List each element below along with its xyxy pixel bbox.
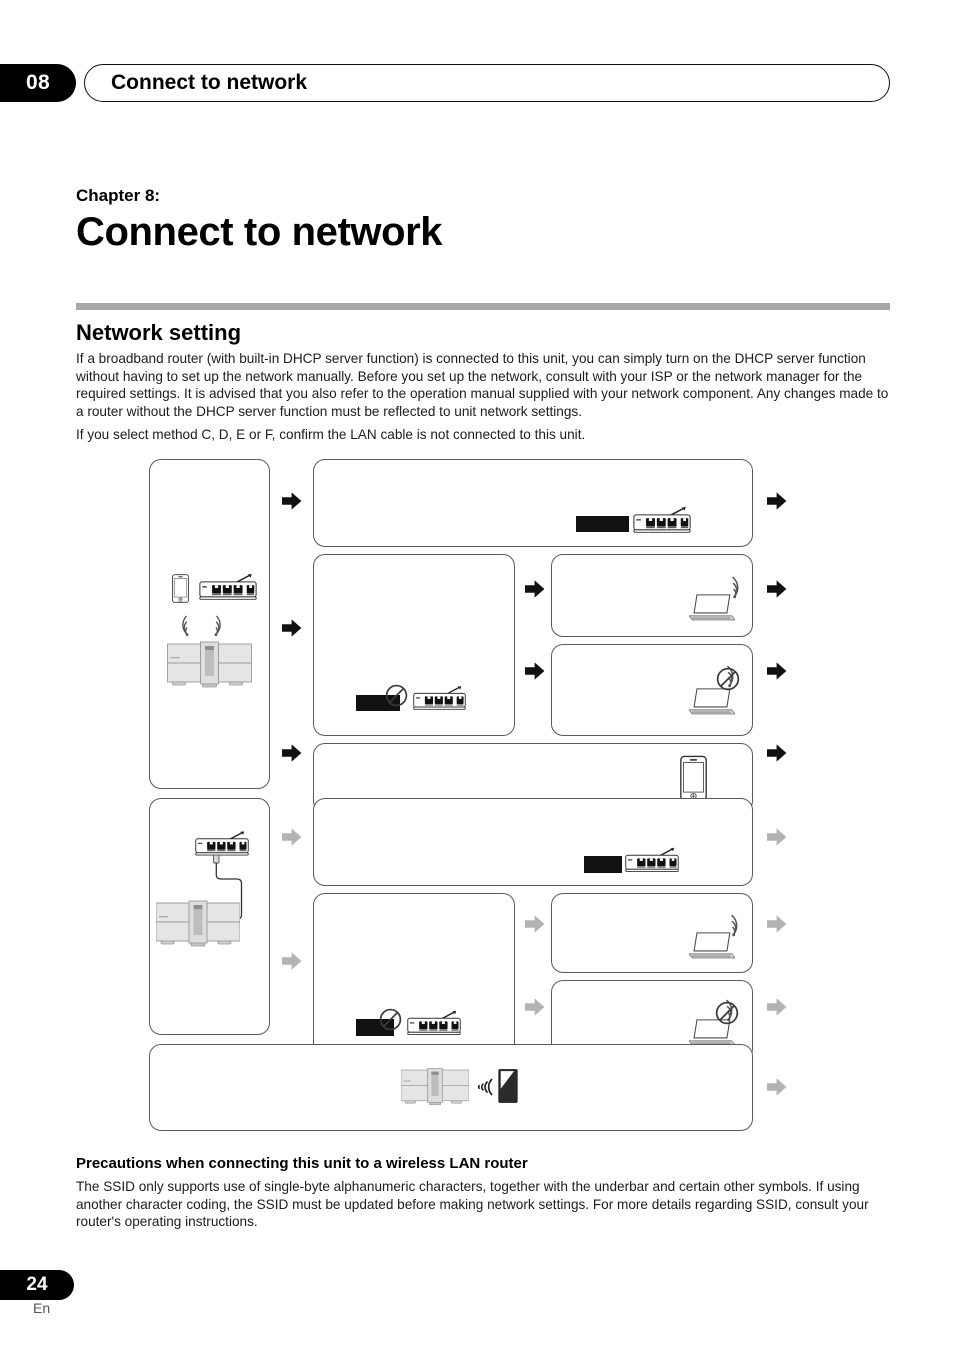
method-cell-router-disabled <box>313 554 515 736</box>
result-cell-laptop-no-wifi <box>551 644 753 736</box>
redacted-bar <box>356 695 400 711</box>
wireless-router-icon <box>412 685 467 717</box>
flow-arrow <box>525 660 545 682</box>
wireless-router-icon <box>624 847 680 879</box>
flow-arrow-out <box>767 913 787 935</box>
section-title: Network setting <box>76 320 242 345</box>
page-title: Connect to network <box>76 210 443 254</box>
stereo-system-icon <box>156 899 240 954</box>
prohibited-icon <box>379 1008 402 1036</box>
precautions-title: Precautions when connecting this unit to… <box>76 1155 528 1172</box>
stereo-system-icon <box>401 1063 469 1116</box>
wireless-router-icon <box>632 506 692 540</box>
nfc-phone-icon <box>498 1068 518 1109</box>
method-cell-wired-router-enabled <box>313 798 753 886</box>
flow-arrow <box>282 950 302 972</box>
wifi-signal-icon <box>724 916 743 940</box>
running-title: Connect to network <box>84 64 890 102</box>
language-code: En <box>33 1300 51 1316</box>
nfc-waves-icon <box>475 1075 495 1104</box>
page-number-badge: 24 <box>0 1270 74 1300</box>
flow-arrow-out <box>767 490 787 512</box>
wifi-waves-left-icon <box>177 617 195 640</box>
section-paragraph-2: If you select method C, D, E or F, confi… <box>76 427 586 442</box>
result-cell-laptop-wifi <box>551 554 753 637</box>
flow-arrow <box>525 996 545 1018</box>
flow-arrow-out <box>767 742 787 764</box>
flow-arrow-out <box>767 996 787 1018</box>
prohibited-icon <box>716 667 740 696</box>
wifi-waves-right-icon <box>208 617 226 640</box>
wireless-router-icon <box>406 1010 462 1042</box>
flow-arrow <box>525 913 545 935</box>
smartphone-icon <box>172 574 189 608</box>
section-paragraph-1: If a broadband router (with built-in DHC… <box>76 351 889 419</box>
method-cell-wired-router-disabled <box>313 893 515 1061</box>
flow-arrow <box>525 578 545 600</box>
wireless-router-icon <box>198 573 258 607</box>
flow-arrow-out <box>767 660 787 682</box>
running-header: 08 Connect to network <box>0 64 954 102</box>
source-cell-wireless <box>149 459 270 789</box>
network-connection-diagram <box>140 450 954 1150</box>
flow-arrow <box>282 826 302 848</box>
prohibited-icon <box>715 1001 739 1030</box>
redacted-bar <box>576 516 629 532</box>
flow-arrow-out <box>767 1076 787 1098</box>
flow-arrow-out <box>767 578 787 600</box>
chapter-label: Chapter 8: <box>76 186 161 205</box>
section-divider <box>76 303 890 310</box>
flow-arrow <box>282 490 302 512</box>
stereo-system-icon <box>167 640 252 695</box>
precautions-body: The SSID only supports use of single-byt… <box>76 1179 869 1230</box>
chapter-number-badge: 08 <box>0 64 76 102</box>
redacted-bar <box>356 1019 394 1036</box>
flow-arrow <box>282 617 302 639</box>
flow-arrow <box>282 742 302 764</box>
method-cell-router-enabled <box>313 459 753 547</box>
flow-arrow-out <box>767 826 787 848</box>
result-cell-wired-laptop-wifi <box>551 893 753 973</box>
method-cell-nfc <box>149 1044 753 1131</box>
source-cell-wired <box>149 798 270 1035</box>
wifi-signal-icon <box>725 578 744 602</box>
prohibited-icon <box>385 684 408 712</box>
redacted-bar <box>584 856 622 873</box>
